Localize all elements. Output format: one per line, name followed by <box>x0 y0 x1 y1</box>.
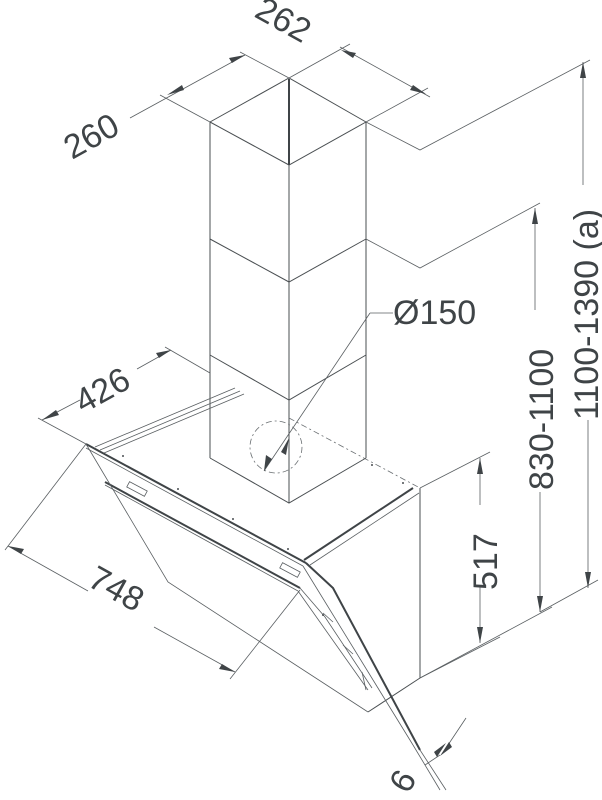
dim-height-tall: 1100-1390 (a) <box>365 59 602 613</box>
label-hood-width: 748 <box>82 559 150 620</box>
label-chimney-width: 262 <box>249 0 317 51</box>
label-chimney-depth: 260 <box>57 106 125 167</box>
label-glass-thickness: 6 <box>382 764 424 799</box>
dim-height-short: 830-1100 <box>365 202 561 679</box>
duct-outlet <box>249 312 393 474</box>
label-height-tall: 1100-1390 (a) <box>568 209 602 420</box>
label-duct-diameter: Ø150 <box>393 294 476 332</box>
dim-chimney-width: 262 <box>249 0 431 123</box>
label-hood-height: 517 <box>467 533 505 590</box>
dim-glass-thickness: 6 <box>382 717 467 799</box>
dim-chimney-depth: 260 <box>57 51 290 167</box>
label-height-short: 830-1100 <box>523 349 561 490</box>
chimney-lower <box>209 354 367 504</box>
dim-hood-height: 517 <box>419 451 505 679</box>
dim-hood-depth: 426 <box>37 346 211 445</box>
label-hood-depth: 426 <box>68 360 136 421</box>
chimney-upper <box>209 77 367 400</box>
hood-body <box>85 387 421 751</box>
